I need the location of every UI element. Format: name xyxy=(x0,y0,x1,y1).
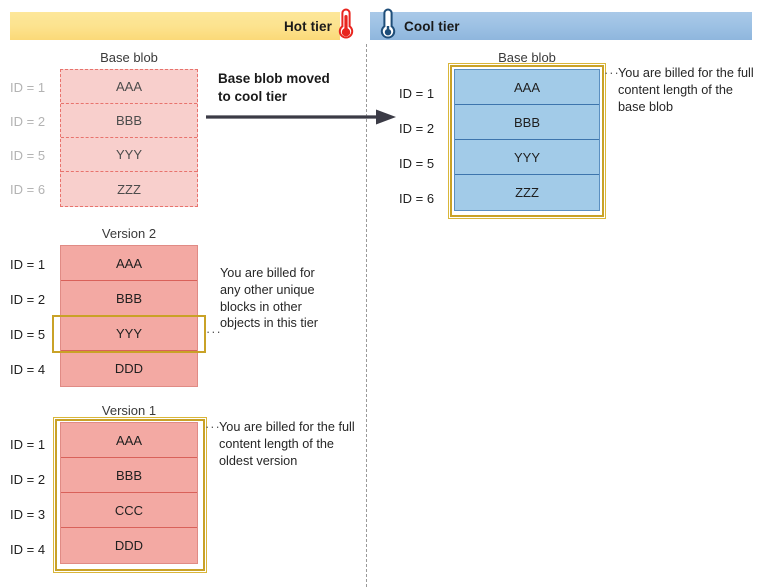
leader-dots-version-2: ··· xyxy=(206,325,222,339)
block-row: YYY xyxy=(455,140,599,175)
id-label: ID = 1 xyxy=(10,80,46,95)
id-label: ID = 1 xyxy=(10,257,46,272)
block-row: AAA xyxy=(61,70,197,104)
id-label: ID = 3 xyxy=(10,507,46,522)
block-row: CCC xyxy=(61,493,197,528)
leader-dots-cool-base-blob: ··· xyxy=(604,66,620,80)
block-row: DDD xyxy=(114,361,144,376)
id-label: ID = 5 xyxy=(10,148,46,163)
block-row-highlighted: YYY xyxy=(61,316,197,351)
id-label: ID = 2 xyxy=(399,121,435,136)
cool-base-blob-annotation: You are billed for the full content leng… xyxy=(618,66,754,114)
arrow-caption-line1: Base blob moved xyxy=(218,71,330,86)
thermometer-hot-icon xyxy=(336,7,356,46)
block-row: YYY xyxy=(61,138,197,172)
arrow-caption: Base blob moved to cool tier xyxy=(218,70,358,106)
id-label: ID = 4 xyxy=(10,542,46,557)
block-row: AAA xyxy=(455,70,599,105)
block-row: AAA xyxy=(61,423,197,458)
cool-base-blob-rows: AAA BBB YYY ZZZ xyxy=(454,69,600,211)
block-row: AAA xyxy=(61,246,197,281)
block-row: BBB xyxy=(455,105,599,140)
version-1-title: Version 1 xyxy=(101,403,157,418)
version-2-title: Version 2 xyxy=(101,226,157,241)
id-label: ID = 2 xyxy=(10,472,46,487)
version-1-rows: AAA BBB CCC DDD xyxy=(60,422,198,564)
id-label: ID = 2 xyxy=(10,114,46,129)
cool-tier-header-bar: Cool tier xyxy=(370,12,752,40)
id-label: ID = 1 xyxy=(10,437,46,452)
hot-tier-header-bar: Hot tier xyxy=(10,12,340,40)
leader-dots-version-1: ··· xyxy=(205,420,221,434)
id-label: ID = 4 xyxy=(10,362,46,377)
cool-base-blob-title: Base blob xyxy=(498,50,556,65)
block-row: ZZZ xyxy=(515,185,539,200)
tier-divider-line xyxy=(366,44,367,587)
version-2-rows: AAA BBB YYY DDD xyxy=(60,245,198,387)
thermometer-cool-icon xyxy=(378,7,398,46)
hot-base-blob-title: Base blob xyxy=(100,50,158,65)
block-row: DDD xyxy=(114,538,144,553)
cool-tier-label: Cool tier xyxy=(404,18,460,34)
transition-arrow xyxy=(204,108,399,131)
id-label: ID = 1 xyxy=(399,86,435,101)
hot-tier-label: Hot tier xyxy=(283,18,332,34)
version-2-annotation: You are billed for any other unique bloc… xyxy=(220,266,319,331)
block-row: BBB xyxy=(61,104,197,138)
id-label: ID = 5 xyxy=(10,327,46,342)
id-label: ID = 6 xyxy=(399,191,435,206)
block-row: BBB xyxy=(61,458,197,493)
id-label: ID = 6 xyxy=(10,182,46,197)
block-row: ZZZ xyxy=(117,181,141,197)
block-row: BBB xyxy=(61,281,197,316)
arrow-caption-line2: to cool tier xyxy=(218,89,288,105)
id-label: ID = 5 xyxy=(399,156,435,171)
id-label: ID = 2 xyxy=(10,292,46,307)
version-1-annotation: You are billed for the full content leng… xyxy=(219,420,355,468)
hot-base-blob-rows: AAA BBB YYY ZZZ xyxy=(60,69,198,207)
